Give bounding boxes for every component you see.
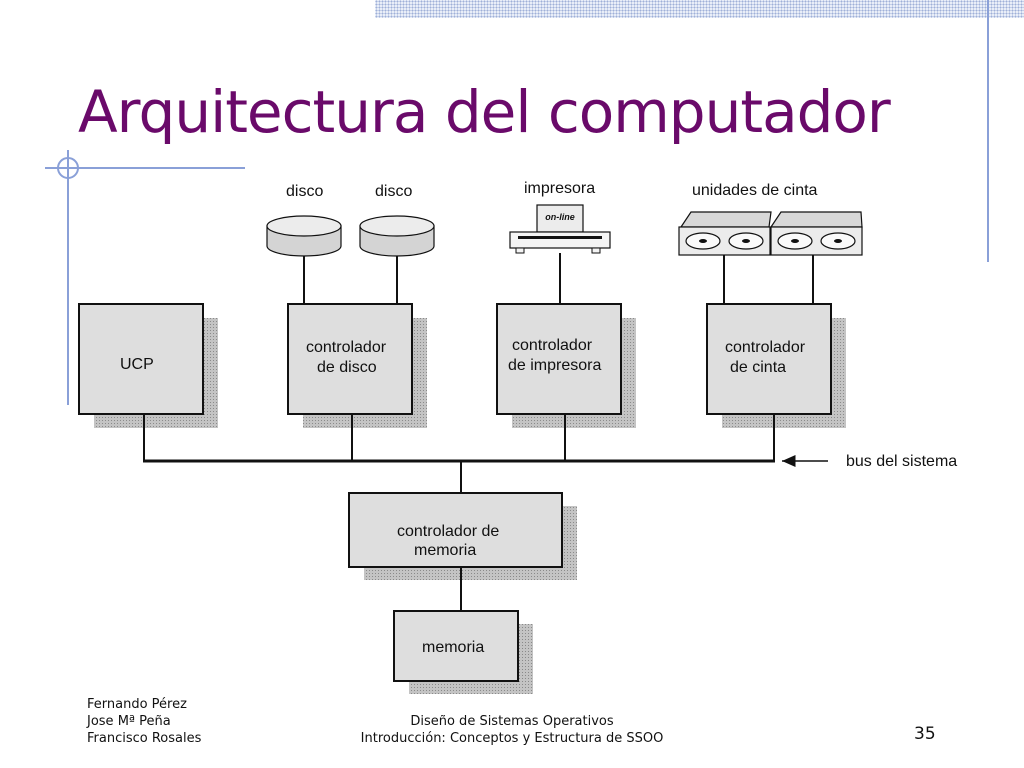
dotted-header-band [375,0,1024,18]
disk-2-icon [359,215,435,304]
disk-1-label: disco [286,183,323,200]
memory-controller-box: controlador de memoria [348,492,577,580]
disk-controller-box: controlador de disco [287,303,427,428]
tape-controller-box: controlador de cinta [706,303,846,428]
printer-icon: on-line [509,204,611,304]
memory-box: memoria [393,610,533,694]
memory-label: memoria [422,639,484,656]
disk-controller-label-line2: de disco [317,359,377,376]
footer-authors: Fernando Pérez Jose Mª Peña Francisco Ro… [87,696,201,747]
tape-controller-label-line2: de cinta [730,359,786,376]
printer-controller-box: controlador de impresora [496,303,636,428]
disk-2-label: disco [375,183,412,200]
tape-unit-2-icon [769,211,863,304]
bus-label: bus del sistema [846,453,957,470]
cpu-label: UCP [120,356,154,373]
author-1: Fernando Pérez [87,697,187,712]
printer-controller-label-line2: de impresora [508,357,601,374]
author-2: Jose Mª Peña [87,714,171,729]
disk-1-icon [266,215,342,304]
tape-controller-label-line1: controlador [725,339,806,356]
slide-number: 35 [914,724,936,744]
memory-controller-label-line2: memoria [414,542,476,559]
footer-course: Diseño de Sistemas Operativos Introducci… [361,713,664,747]
slide-title: Arquitectura del computador [78,78,891,146]
printer-controller-label-line1: controlador [512,337,593,354]
printer-online-label: on-line [545,212,575,222]
disk-controller-label-line1: controlador [306,339,387,356]
course-subtitle: Introducción: Conceptos y Estructura de … [360,731,664,746]
cpu-box: UCP [78,303,218,428]
printer-label: impresora [524,180,595,197]
course-title: Diseño de Sistemas Operativos [410,714,614,729]
memory-controller-label-line1: controlador de [397,523,499,540]
author-3: Francisco Rosales [87,731,202,746]
tape-units-label: unidades de cinta [692,182,818,199]
system-bus [143,414,775,493]
tape-unit-1-icon [678,211,772,304]
